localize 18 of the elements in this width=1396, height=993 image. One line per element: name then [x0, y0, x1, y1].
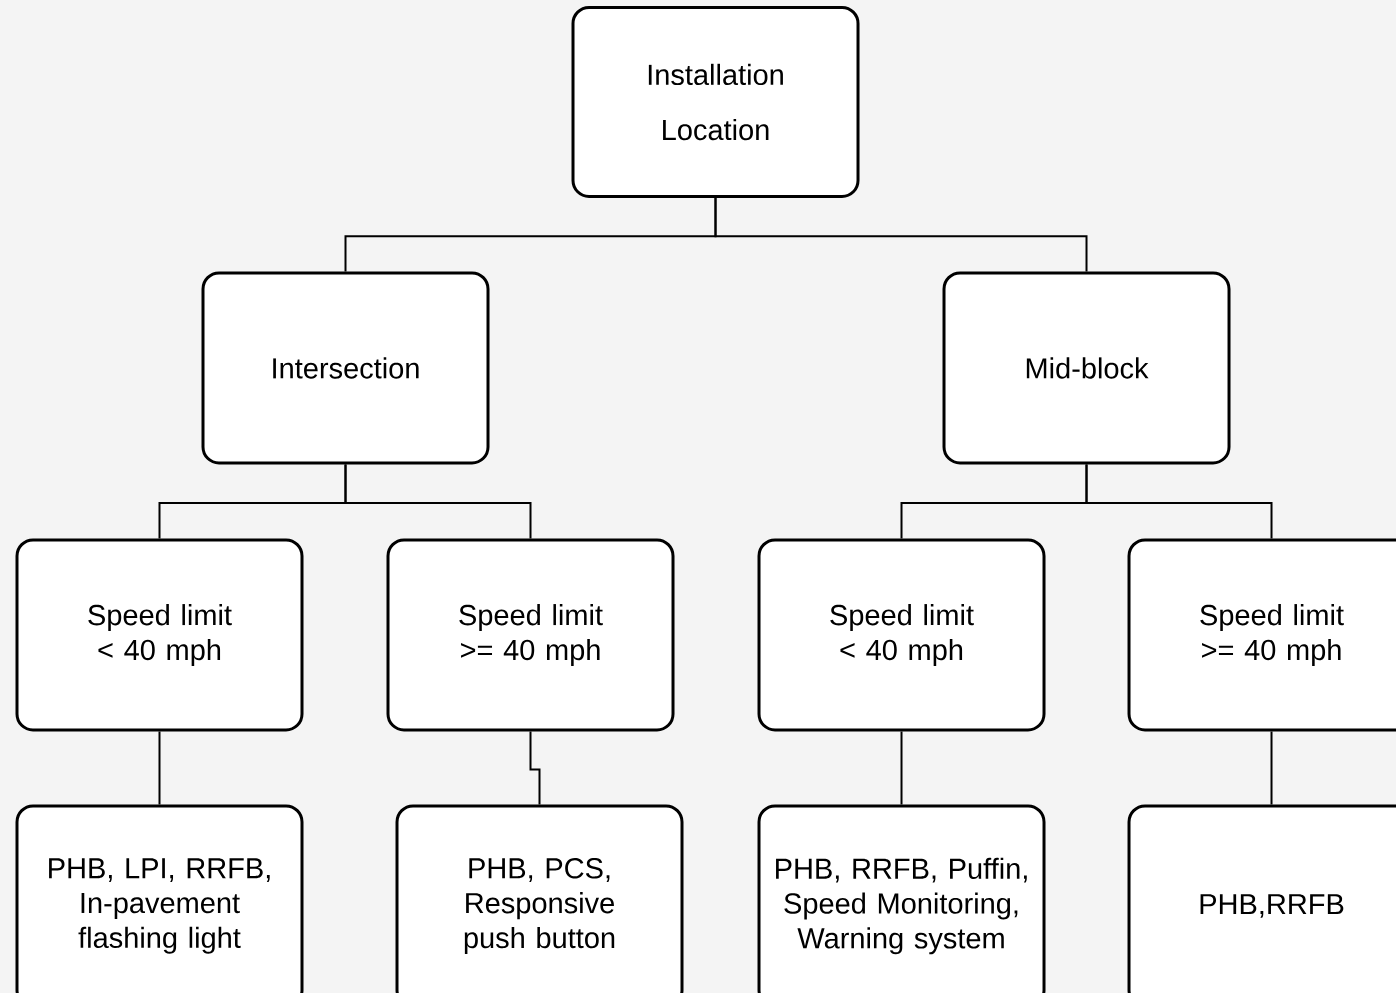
box: Speed limit >= 40 mph	[1127, 538, 1396, 732]
connector-line	[714, 197, 1088, 273]
box: Speed limit < 40 mph	[15, 538, 304, 732]
box: PHB, PCS, Responsive push button	[395, 804, 684, 993]
box: Installation Location	[571, 6, 860, 198]
connector-line	[1270, 730, 1273, 806]
box: PHB, RRFB, Puffin, Speed Monitoring, Warning system	[757, 804, 1046, 993]
box: Speed limit < 40 mph	[757, 538, 1046, 732]
connector-line	[529, 730, 541, 806]
box: PHB,RRFB	[1127, 804, 1396, 993]
connector-line	[344, 463, 532, 540]
connector-line	[900, 730, 903, 806]
box: Speed limit >= 40 mph	[386, 538, 675, 732]
connector-line	[1085, 463, 1273, 540]
connector-line	[158, 730, 161, 806]
box: Mid-block	[942, 271, 1231, 465]
box: Intersection	[201, 271, 490, 465]
box: PHB, LPI, RRFB, In-pavement flashing light	[15, 804, 304, 993]
